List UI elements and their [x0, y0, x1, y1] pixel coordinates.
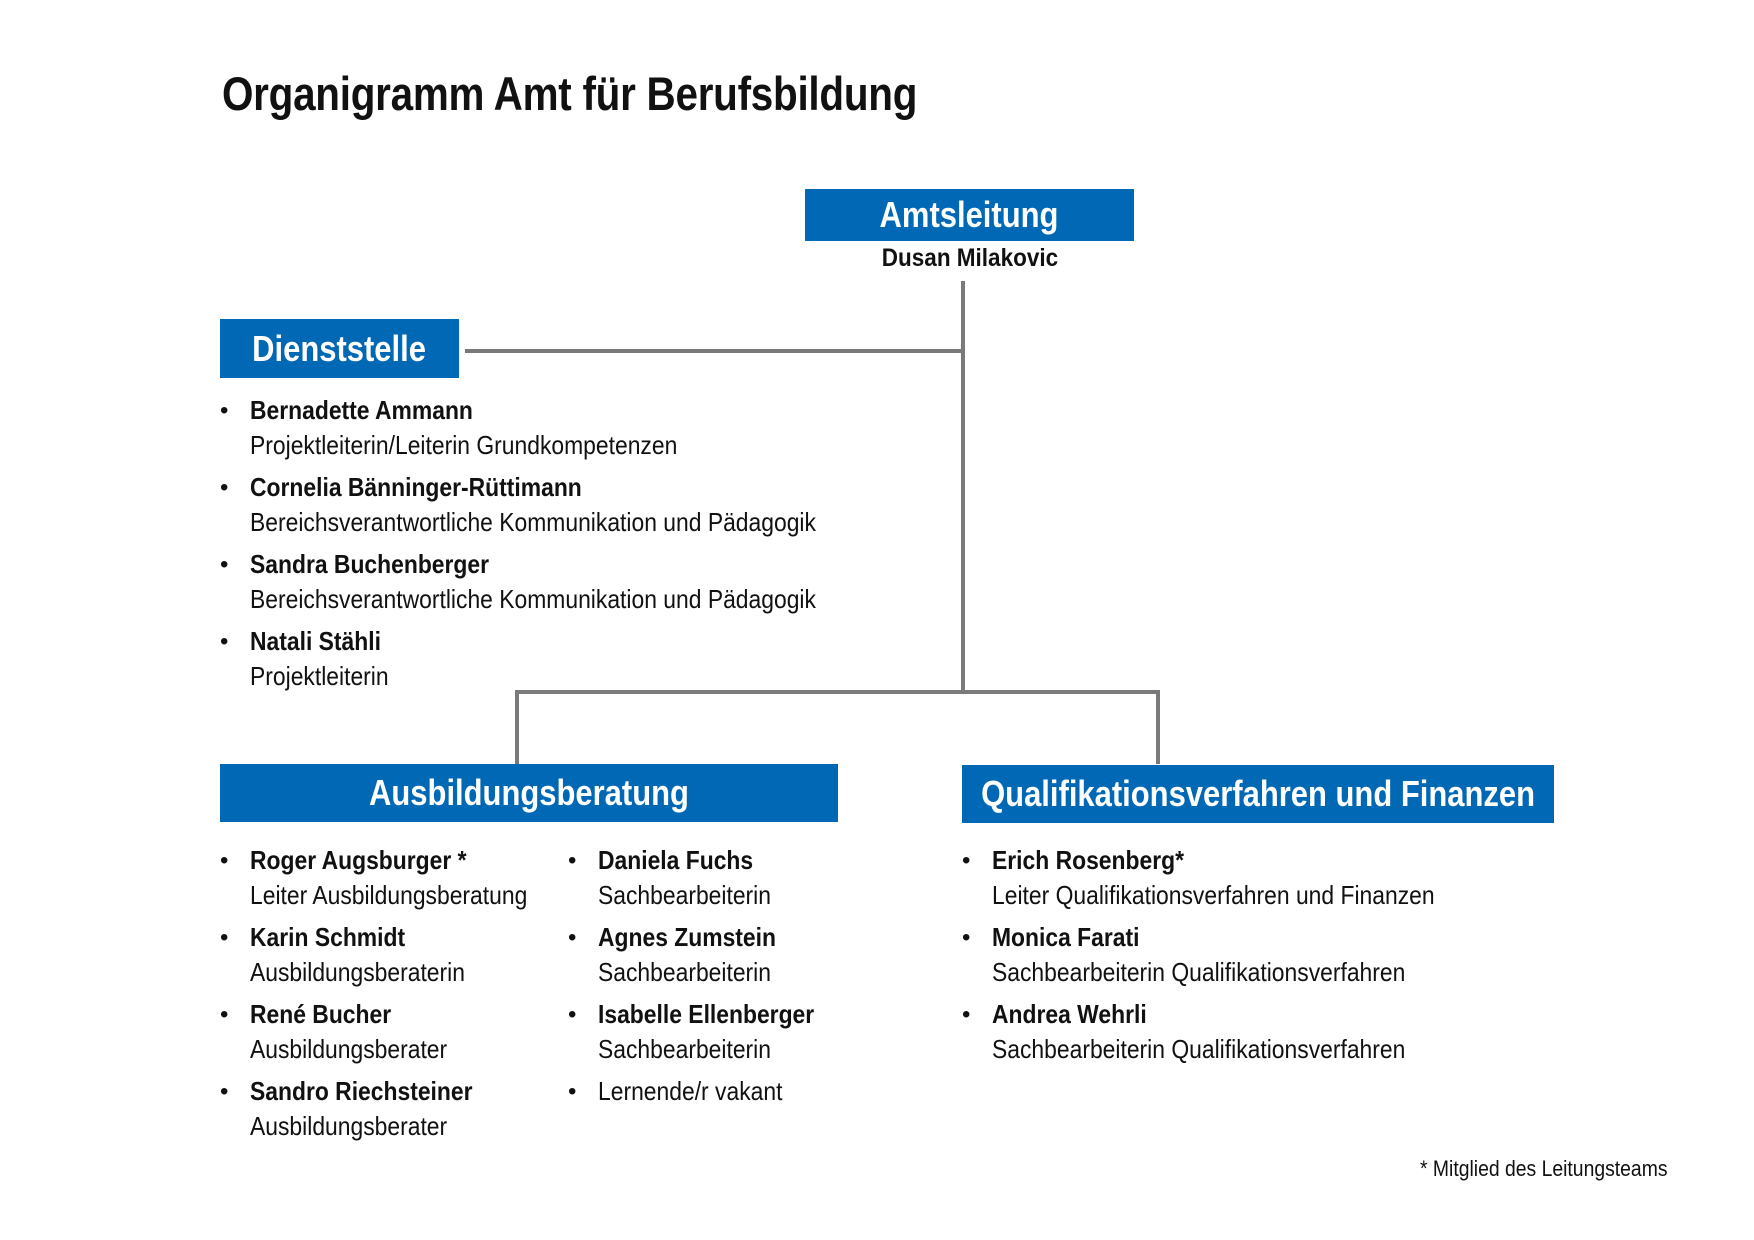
- member-role: Ausbildungsberaterin: [250, 957, 465, 987]
- list-item: Lernende/r vakant: [568, 1074, 888, 1109]
- list-item: Isabelle Ellenberger Sachbearbeiterin: [568, 997, 888, 1067]
- member-role: Ausbildungsberater: [250, 1034, 448, 1064]
- member-role: Bereichsverantwortliche Kommunikation un…: [250, 507, 816, 537]
- member-name: Natali Stähli: [250, 626, 381, 656]
- list-item: Cornelia Bänninger-Rüttimann Bereichsver…: [220, 470, 940, 540]
- member-role: Sachbearbeiterin: [598, 1034, 771, 1064]
- connector-dienststelle: [465, 349, 965, 353]
- member-name: Roger Augsburger *: [250, 845, 467, 875]
- member-name: Lernende/r vakant: [598, 1076, 783, 1106]
- member-name: Daniela Fuchs: [598, 845, 754, 875]
- list-item: Natali Stähli Projektleiterin: [220, 624, 940, 694]
- member-name: Sandro Riechsteiner: [250, 1076, 473, 1106]
- member-name: René Bucher: [250, 999, 392, 1029]
- amtsleitung-name-text: Dusan Milakovic: [881, 244, 1059, 272]
- list-item: Agnes Zumstein Sachbearbeiterin: [568, 920, 888, 990]
- member-role: Bereichsverantwortliche Kommunikation un…: [250, 584, 816, 614]
- member-name: Cornelia Bänninger-Rüttimann: [250, 472, 582, 502]
- dienststelle-box: Dienststelle: [220, 319, 459, 378]
- member-name: Sandra Buchenberger: [250, 549, 490, 579]
- list-item: Andrea Wehrli Sachbearbeiterin Qualifika…: [962, 997, 1562, 1067]
- footnote: * Mitglied des Leitungsteams: [1420, 1156, 1668, 1181]
- list-item: Karin Schmidt Ausbildungsberaterin: [220, 920, 560, 990]
- member-name: Bernadette Ammann: [250, 395, 473, 425]
- member-role: Sachbearbeiterin Qualifikationsverfahren: [992, 957, 1406, 987]
- member-role: Projektleiterin/Leiterin Grundkompetenze…: [250, 430, 678, 460]
- qualifikationsverfahren-box: Qualifikationsverfahren und Finanzen: [962, 765, 1554, 823]
- amtsleitung-label: Amtsleitung: [880, 194, 1059, 235]
- list-item: Roger Augsburger * Leiter Ausbildungsber…: [220, 843, 560, 913]
- ausbildungsberatung-label: Ausbildungsberatung: [369, 772, 689, 813]
- ausbildungsberatung-column1: Roger Augsburger * Leiter Ausbildungsber…: [220, 843, 560, 1151]
- page-title: Organigramm Amt für Berufsbildung: [222, 67, 918, 120]
- list-item: Bernadette Ammann Projektleiterin/Leiter…: [220, 393, 940, 463]
- list-item: Monica Farati Sachbearbeiterin Qualifika…: [962, 920, 1562, 990]
- member-role: Ausbildungsberater: [250, 1111, 448, 1141]
- member-name: Erich Rosenberg*: [992, 845, 1184, 875]
- member-name: Monica Farati: [992, 922, 1140, 952]
- list-item: Daniela Fuchs Sachbearbeiterin: [568, 843, 888, 913]
- list-item: Sandra Buchenberger Bereichsverantwortli…: [220, 547, 940, 617]
- connector-trunk: [961, 281, 965, 694]
- list-item: Sandro Riechsteiner Ausbildungsberater: [220, 1074, 560, 1144]
- member-role: Sachbearbeiterin Qualifikationsverfahren: [992, 1034, 1406, 1064]
- member-role: Leiter Ausbildungsberatung: [250, 880, 528, 910]
- member-role: Leiter Qualifikationsverfahren und Finan…: [992, 880, 1435, 910]
- dienststelle-label: Dienststelle: [252, 327, 427, 369]
- member-name: Andrea Wehrli: [992, 999, 1147, 1029]
- connector-qualifikationsverfahren: [1156, 690, 1160, 764]
- qualifikationsverfahren-label: Qualifikationsverfahren und Finanzen: [981, 773, 1535, 814]
- amtsleitung-box: Amtsleitung: [805, 189, 1134, 241]
- list-item: Erich Rosenberg* Leiter Qualifikationsve…: [962, 843, 1562, 913]
- member-name: Agnes Zumstein: [598, 922, 776, 952]
- member-role: Projektleiterin: [250, 661, 389, 691]
- member-name: Isabelle Ellenberger: [598, 999, 815, 1029]
- member-name: Karin Schmidt: [250, 922, 406, 952]
- connector-ausbildungsberatung: [515, 690, 519, 764]
- member-role: Sachbearbeiterin: [598, 957, 771, 987]
- dienststelle-member-list: Bernadette Ammann Projektleiterin/Leiter…: [220, 393, 940, 701]
- list-item: René Bucher Ausbildungsberater: [220, 997, 560, 1067]
- amtsleitung-name: Dusan Milakovic: [805, 244, 1135, 273]
- member-role: Sachbearbeiterin: [598, 880, 771, 910]
- ausbildungsberatung-column2: Daniela Fuchs Sachbearbeiterin Agnes Zum…: [568, 843, 888, 1116]
- ausbildungsberatung-box: Ausbildungsberatung: [220, 764, 838, 822]
- qualifikationsverfahren-member-list: Erich Rosenberg* Leiter Qualifikationsve…: [962, 843, 1562, 1074]
